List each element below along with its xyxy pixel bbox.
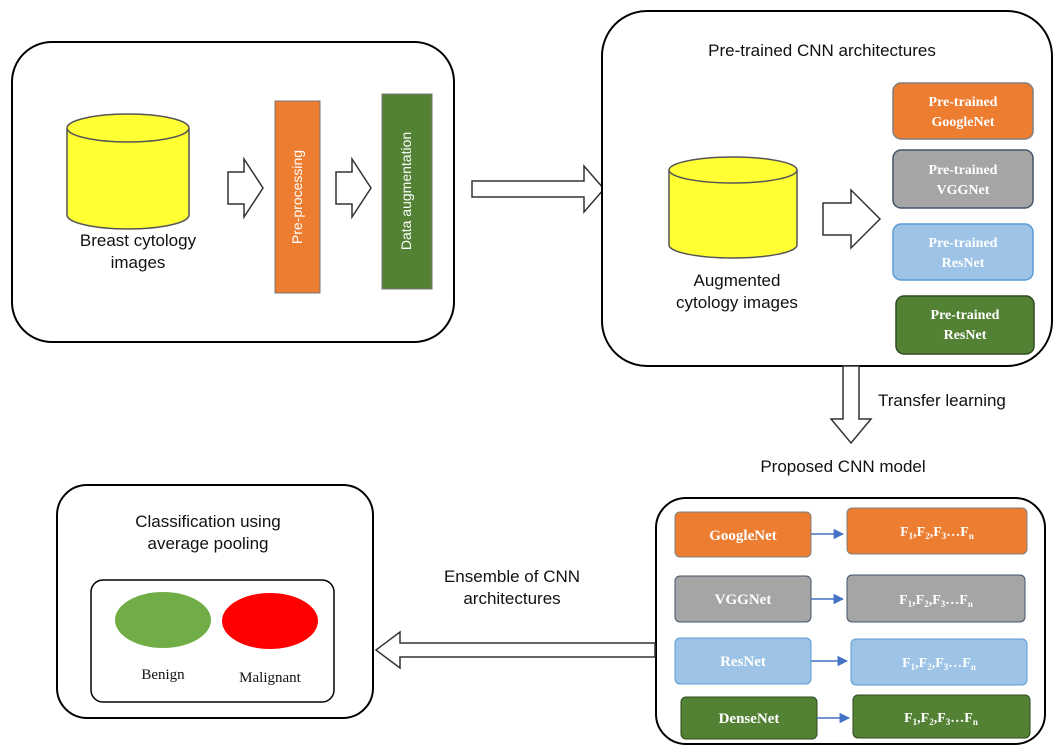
pretrained-model-resnet: Pre-trained ResNet (892, 223, 1034, 281)
pretrained-model-vggnet: Pre-trained VGGNet (892, 149, 1034, 209)
hollow-arrow-down-icon (829, 365, 873, 445)
model-label: VGGNet (715, 592, 772, 608)
preprocessing-block (274, 100, 321, 294)
model-label: GoogleNet (709, 528, 776, 544)
classification-title-line1: Classification using (135, 512, 281, 531)
pretrained-model-googlenet: Pre-trained GoogleNet (892, 82, 1034, 140)
malignant-circle (222, 593, 318, 649)
benign-label: Benign (141, 667, 185, 683)
model-line2: GoogleNet (932, 115, 995, 130)
feature-label: F1,F2,F3…Fn (902, 656, 976, 672)
hollow-arrow-icon (471, 163, 605, 215)
model-line2: ResNet (944, 328, 987, 343)
malignant-label: Malignant (239, 670, 301, 686)
model-label: ResNet (720, 654, 766, 670)
augmentation-label: Data augmentation (398, 132, 414, 250)
model-line1: Pre-trained (929, 163, 998, 178)
dataset-label-line1: Breast cytology (80, 231, 197, 250)
database-icon (668, 156, 798, 259)
model-line1: Pre-trained (929, 95, 998, 110)
transfer-learning-label: Transfer learning (878, 391, 1006, 410)
proposed-row-resnet: ResNet F1,F2,F3…Fn (674, 637, 1028, 686)
dataset-label-line2: images (111, 253, 166, 272)
augmented-label-line1: Augmented (694, 271, 781, 290)
model-line1: Pre-trained (931, 308, 1000, 323)
pretrained-model-resnet-2: Pre-trained ResNet (895, 295, 1035, 355)
ensemble-label-line2: architectures (463, 589, 560, 608)
augmentation-block (381, 93, 433, 290)
pretrained-title: Pre-trained CNN architectures (708, 41, 936, 60)
model-label: DenseNet (719, 711, 780, 727)
feature-label: F1,F2,F3…Fn (899, 593, 973, 609)
augmented-label-line2: cytology images (676, 293, 798, 312)
model-line2: ResNet (942, 256, 985, 271)
proposed-row-vggnet: VGGNet F1,F2,F3…Fn (674, 574, 1026, 623)
database-icon (66, 113, 190, 230)
model-line2: VGGNet (937, 183, 990, 198)
hollow-arrow-left-icon (374, 630, 656, 670)
hollow-arrow-icon (335, 156, 372, 220)
ensemble-label-line1: Ensemble of CNN (444, 567, 580, 586)
feature-label: F1,F2,F3…Fn (900, 525, 974, 541)
hollow-arrow-icon (822, 188, 882, 250)
hollow-arrow-icon (227, 156, 264, 220)
proposed-title: Proposed CNN model (760, 457, 925, 476)
benign-circle (115, 592, 211, 648)
classification-title-line2: average pooling (148, 534, 269, 553)
proposed-row-densenet: DenseNet F1,F2,F3…Fn (680, 694, 1031, 740)
proposed-row-googlenet: GoogleNet F1,F2,F3…Fn (674, 507, 1028, 558)
preprocessing-label: Pre-processing (289, 150, 305, 244)
model-line1: Pre-trained (929, 236, 998, 251)
feature-label: F1,F2,F3…Fn (904, 711, 978, 727)
